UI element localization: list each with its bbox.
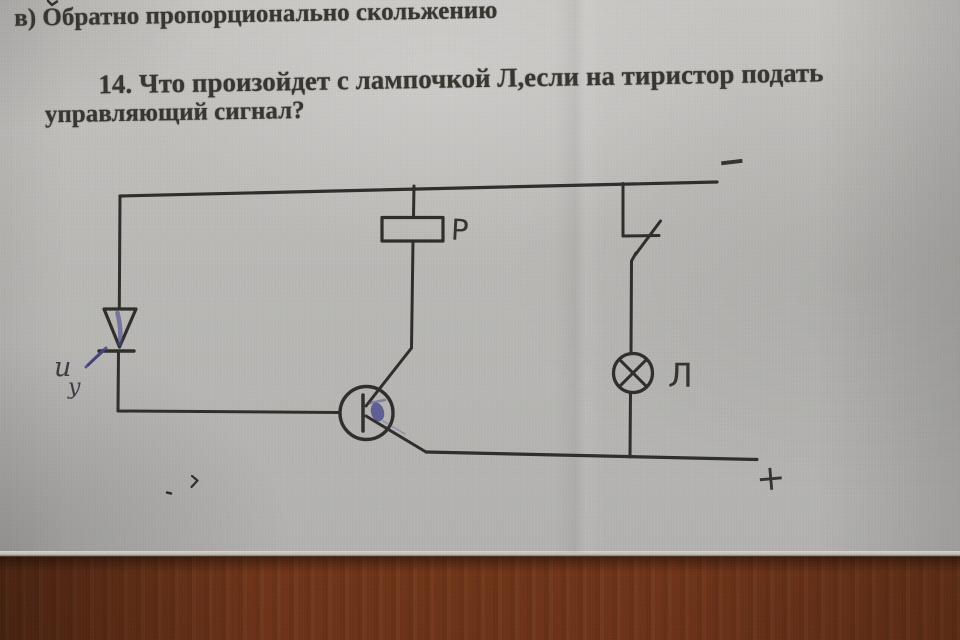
stray-pen-dot [165, 491, 173, 495]
relay-label: Р [450, 213, 469, 248]
collector-lead [364, 346, 413, 408]
plus-terminal-symbol: + [754, 458, 787, 500]
blue-pen-marks [84, 310, 406, 435]
gate-signal-label: u [54, 352, 71, 383]
switch-contact-icon [634, 219, 662, 256]
base-wire [116, 409, 342, 414]
blue-smudge-stroke [368, 398, 387, 405]
lamp-cross-stroke-2 [617, 357, 649, 389]
circuit-labels: u у Р Л − + [54, 140, 787, 500]
cutoff-char-fragment [46, 0, 59, 7]
lamp-label: Л [668, 356, 693, 395]
lamp-icon [611, 351, 655, 395]
blue-scratch-stroke [382, 420, 406, 435]
bottom-bus-wire [424, 450, 759, 462]
blue-thyristor-smear [115, 310, 123, 347]
emitter-lead [364, 414, 428, 454]
minus-terminal-symbol: − [715, 140, 748, 183]
thyristor-anode-wire [117, 194, 122, 311]
top-bus-wire [118, 180, 719, 198]
relay-coil-icon [380, 215, 445, 243]
stray-pen-tick [190, 474, 199, 489]
paper-crease [556, 0, 604, 553]
circuit-ink-lines [46, 0, 759, 495]
switch-fixed-contact [621, 234, 661, 238]
thyristor-cathode-wire [116, 349, 120, 413]
paper-bottom-edge [0, 551, 960, 557]
blue-gate-stroke [84, 346, 108, 369]
paper-sheet [0, 0, 960, 553]
blue-transistor-blot [370, 402, 385, 422]
transistor-icon [338, 384, 395, 442]
thyristor-icon [102, 307, 138, 349]
gate-signal-subscript: у [67, 375, 81, 400]
relay-bottom-lead [410, 239, 415, 350]
switch-lower-lead [629, 251, 638, 355]
relay-top-lead [412, 184, 416, 219]
paper-shadow [0, 556, 960, 572]
lamp-bottom-lead [628, 391, 632, 459]
